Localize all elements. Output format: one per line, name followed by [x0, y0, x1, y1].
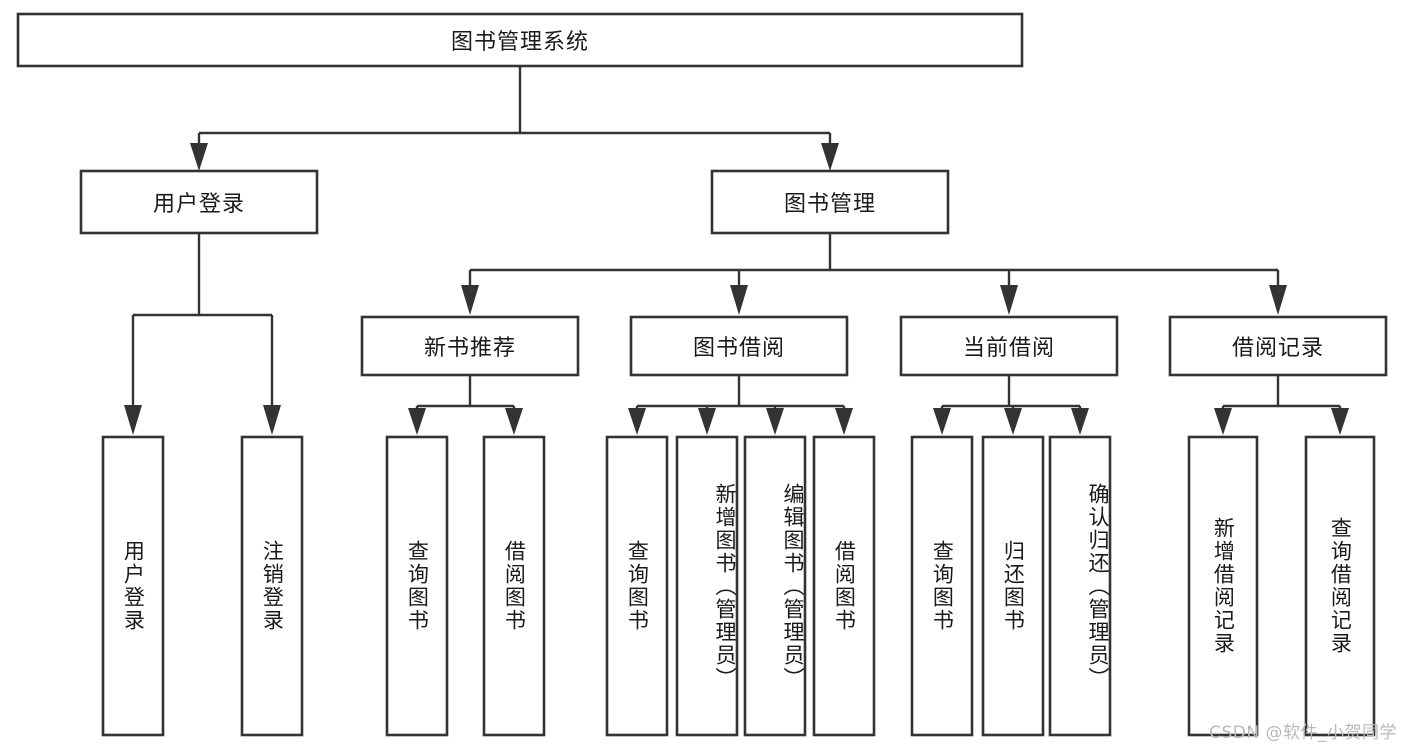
node-new-book-recommend[interactable] [360, 315, 580, 377]
connector-bookborrow-to-leaves [628, 375, 853, 435]
node-book-manage[interactable] [710, 169, 950, 235]
node-current-borrow[interactable] [899, 315, 1119, 377]
node-leaf-query-book-2[interactable] [605, 435, 669, 737]
node-leaf-query-record[interactable] [1304, 435, 1376, 737]
node-leaf-confirm-return[interactable] [1048, 435, 1112, 737]
node-leaf-user-login[interactable] [101, 435, 165, 737]
node-root[interactable] [16, 12, 1024, 68]
arrow-head-leaf-borrow-book-1 [505, 408, 523, 435]
node-user-login[interactable] [79, 169, 319, 235]
node-leaf-query-book-3[interactable] [910, 435, 974, 737]
node-leaf-query-book-1[interactable] [385, 435, 449, 737]
arrow-head-leaf-query-record [1331, 408, 1349, 435]
node-leaf-edit-book-admin[interactable] [743, 435, 807, 737]
node-leaf-logout[interactable] [240, 435, 304, 737]
node-leaf-add-record[interactable] [1187, 435, 1259, 737]
arrow-head-userlogin [190, 143, 208, 171]
node-book-borrow[interactable] [629, 315, 849, 377]
arrow-head-leaf-query-book-1 [408, 408, 426, 435]
arrow-head-bookmanage [821, 143, 839, 171]
arrow-head-leaf-query-book-2 [628, 408, 646, 435]
arrow-head-leaf-add-book-admin [698, 408, 716, 435]
arrow-head-book-borrow [730, 285, 748, 315]
arrow-head-leaf-borrow-book-2 [835, 408, 853, 435]
connector-borrowrecord-to-leaves [1214, 375, 1349, 435]
connector-bookmanage-to-level3 [461, 233, 1287, 315]
connector-root-to-level2 [190, 66, 839, 171]
arrow-head-leaf-query-book-3 [933, 408, 951, 435]
arrow-head-leaf-edit-book-admin [766, 408, 784, 435]
arrow-head-leaf-add-record [1214, 408, 1232, 435]
arrow-head-leaf-confirm-return [1071, 408, 1089, 435]
node-leaf-borrow-book-2[interactable] [812, 435, 876, 737]
arrow-head-leaf-user-login [124, 405, 142, 435]
node-leaf-borrow-book-1[interactable] [482, 435, 546, 737]
arrow-head-leaf-logout [263, 405, 281, 435]
connector-currentborrow-to-leaves [933, 375, 1089, 435]
arrow-head-borrow-record [1269, 285, 1287, 315]
arrow-head-leaf-return-book [1004, 408, 1022, 435]
arrow-head-new-book-recommend [461, 285, 479, 315]
node-leaf-return-book[interactable] [981, 435, 1045, 737]
arrow-head-current-borrow [1000, 285, 1018, 315]
csdn-watermark: CSDN @软件_小贺同学 [1209, 723, 1397, 743]
node-borrow-record[interactable] [1168, 315, 1388, 377]
connector-userlogin-to-leaves [124, 233, 281, 435]
node-leaf-add-book-admin[interactable] [675, 435, 739, 737]
connector-newbook-to-leaves [408, 375, 523, 435]
